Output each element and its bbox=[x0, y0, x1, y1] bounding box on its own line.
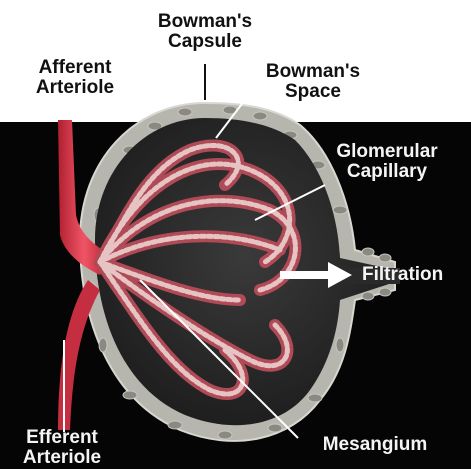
label-bowmans-capsule: Bowman's Capsule bbox=[130, 12, 280, 52]
label-glomerular-capillary: Glomerular Capillary bbox=[312, 142, 462, 182]
label-afferent-arteriole: Afferent Arteriole bbox=[10, 58, 140, 98]
label-efferent-arteriole: Efferent Arteriole bbox=[2, 428, 122, 468]
label-bowmans-space: Bowman's Space bbox=[238, 62, 388, 102]
label-mesangium: Mesangium bbox=[300, 435, 450, 455]
label-filtration: Filtration bbox=[362, 265, 470, 285]
